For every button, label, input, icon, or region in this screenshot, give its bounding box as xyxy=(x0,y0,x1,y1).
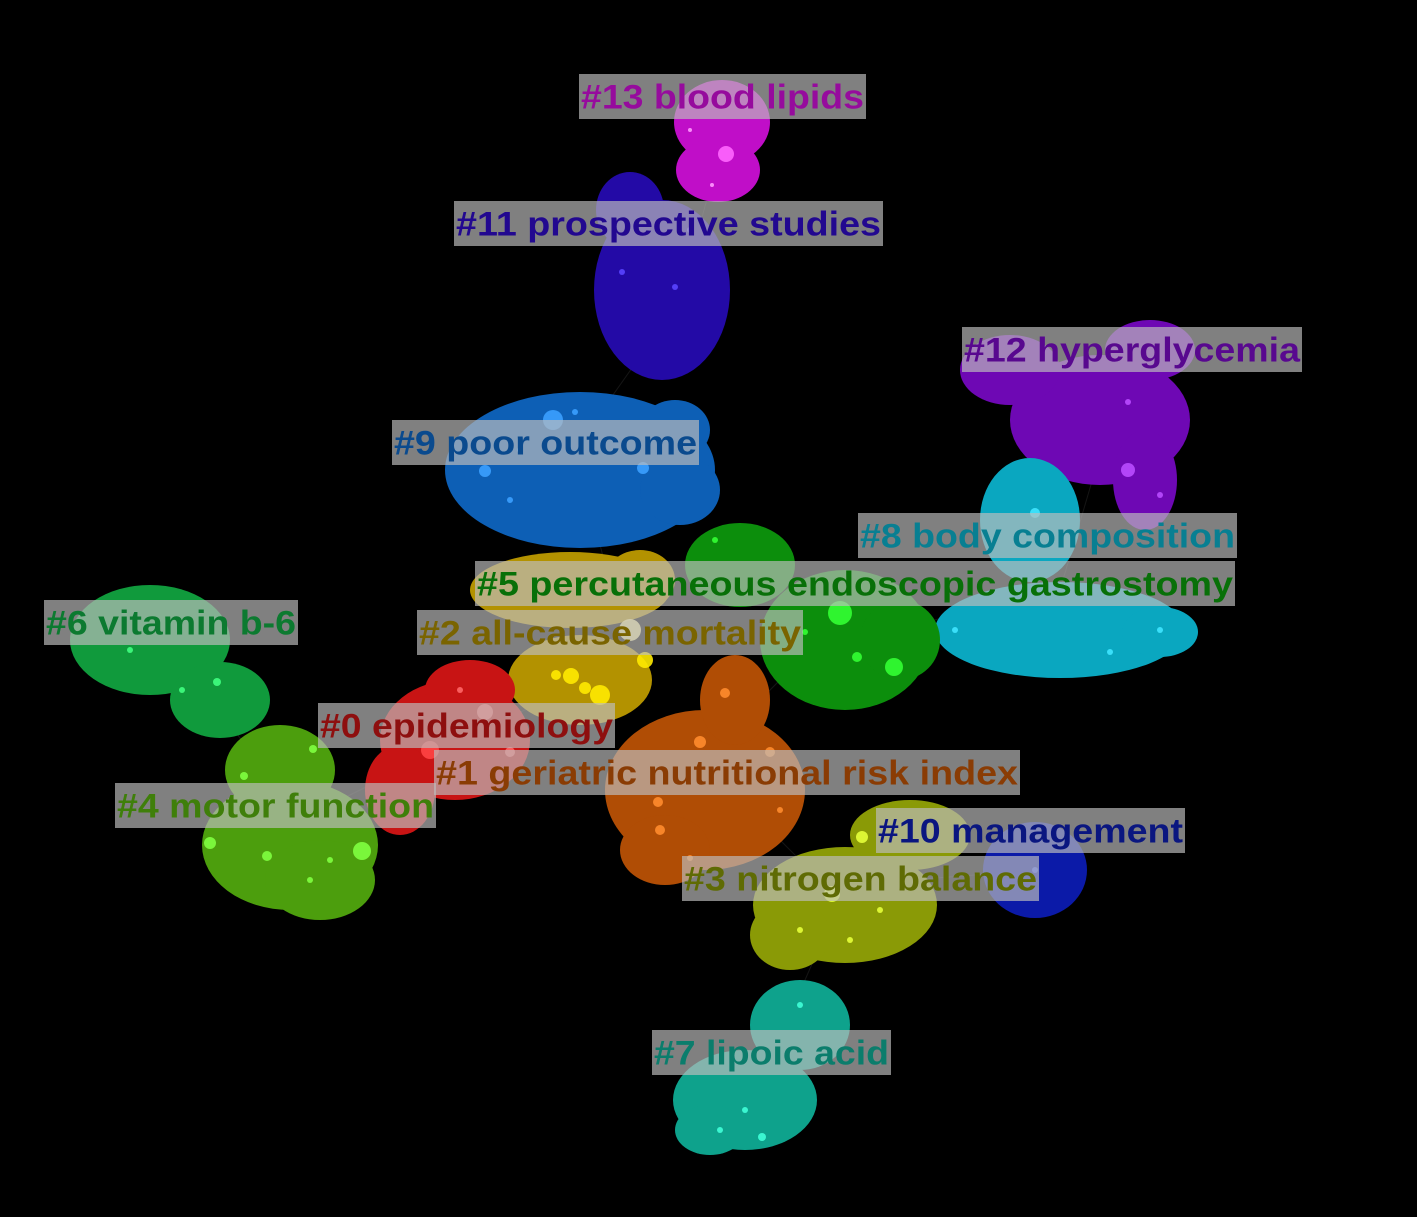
cluster-label-5: #5 percutaneous endoscopic gastrostomy xyxy=(475,561,1235,606)
cluster-label-0: #0 epidemiology xyxy=(318,703,615,748)
cluster-label-text: #5 percutaneous endoscopic gastrostomy xyxy=(477,566,1233,604)
cluster-label-text: #6 vitamin b-6 xyxy=(46,605,296,643)
cluster-label-6: #6 vitamin b-6 xyxy=(44,600,298,645)
cluster-label-8: #8 body composition xyxy=(858,513,1237,558)
cluster-label-box xyxy=(876,808,1185,853)
cluster-label-text: #1 geriatric nutritional risk index xyxy=(436,755,1018,793)
cluster-label-text: #8 body composition xyxy=(860,518,1235,556)
cluster-label-4: #4 motor function xyxy=(115,783,436,828)
cluster-label-text: #12 hyperglycemia xyxy=(964,332,1301,370)
cluster-label-box xyxy=(454,201,883,246)
cluster-label-text: #10 management xyxy=(878,813,1183,851)
cluster-label-box xyxy=(392,420,699,465)
cluster-label-box xyxy=(115,783,436,828)
cluster-label-box xyxy=(652,1030,891,1075)
cluster-labels: #0 epidemiology #1 geriatric nutritional … xyxy=(44,74,1302,1075)
cluster-label-text: #7 lipoic acid xyxy=(654,1035,889,1073)
cluster-label-12: #12 hyperglycemia xyxy=(962,327,1302,372)
cluster-label-box xyxy=(475,561,1235,606)
cluster-label-text: #13 blood lipids xyxy=(581,79,864,117)
cluster-label-3: #3 nitrogen balance xyxy=(682,856,1039,901)
cluster-label-box xyxy=(44,600,298,645)
cluster-label-7: #7 lipoic acid xyxy=(652,1030,891,1075)
cluster-label-text: #0 epidemiology xyxy=(320,708,613,746)
cluster-label-box xyxy=(318,703,615,748)
cluster-label-2: #2 all-cause mortality xyxy=(417,610,803,655)
cluster-label-13: #13 blood lipids xyxy=(579,74,866,119)
cluster-label-10: #10 management xyxy=(876,808,1185,853)
cluster-label-text: #3 nitrogen balance xyxy=(684,861,1037,899)
cluster-label-box xyxy=(962,327,1302,372)
cluster-label-1: #1 geriatric nutritional risk index xyxy=(434,750,1020,795)
cluster-label-text: #4 motor function xyxy=(117,788,434,826)
cluster-label-box xyxy=(579,74,866,119)
cluster-label-9: #9 poor outcome xyxy=(392,420,699,465)
cluster-label-box xyxy=(417,610,803,655)
cluster-label-box xyxy=(434,750,1020,795)
cluster-label-text: #9 poor outcome xyxy=(394,425,697,463)
cluster-label-text: #11 prospective studies xyxy=(456,206,881,244)
cluster-label-box xyxy=(858,513,1237,558)
cluster-label-text: #2 all-cause mortality xyxy=(419,615,801,653)
cluster-label-box xyxy=(682,856,1039,901)
cluster-label-11: #11 prospective studies xyxy=(454,201,883,246)
